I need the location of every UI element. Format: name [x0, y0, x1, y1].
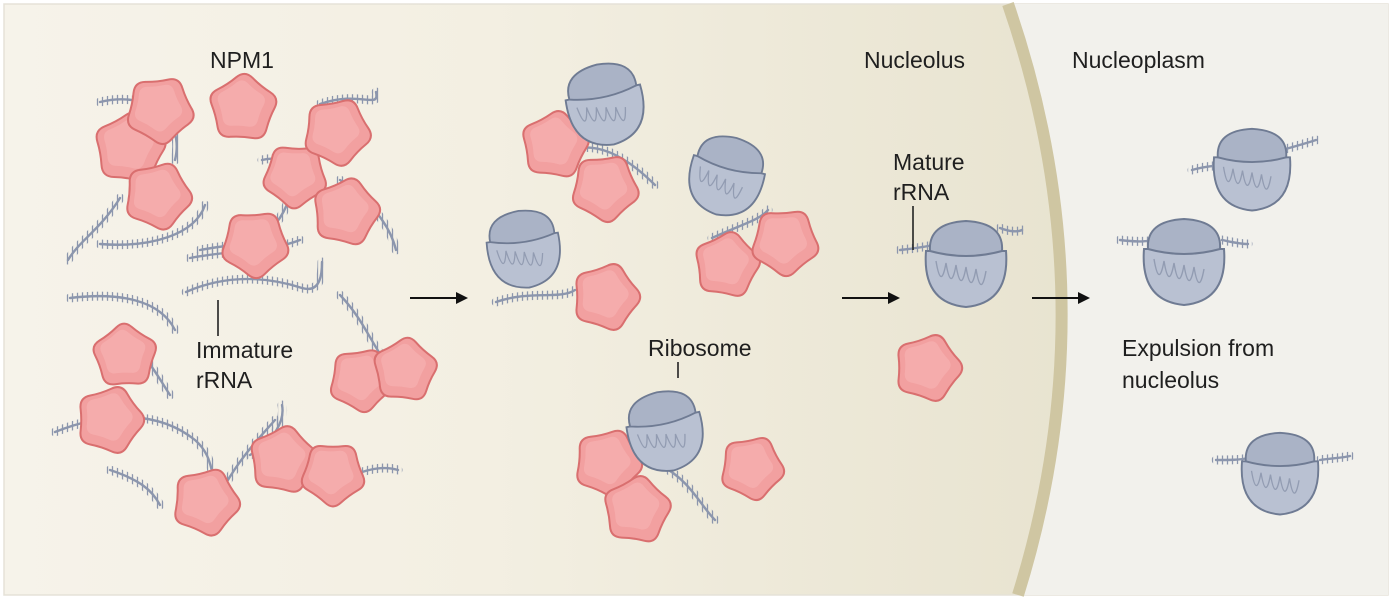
npm1-pentamer-icon	[221, 212, 290, 280]
right-arrow-icon	[842, 292, 900, 304]
npm1-pentamer-icon	[304, 99, 372, 167]
npm1-pentamer-icon	[576, 429, 644, 498]
ribosome-icon	[688, 135, 767, 217]
immature-rrna-label-line2: rRNA	[196, 367, 253, 393]
npm1-pentamer-icon	[126, 78, 195, 145]
nucleoplasm-label: Nucleoplasm	[1072, 47, 1205, 73]
ribosome-icon	[1212, 127, 1292, 212]
rrna-strand-icon	[491, 285, 580, 307]
nucleolus-boundary	[1002, 2, 1068, 597]
expulsion-label-line1: Expulsion from	[1122, 335, 1275, 361]
ribosome-icon	[1142, 217, 1226, 307]
npm1-pentamer-icon	[575, 263, 642, 331]
npm1-pentamer-icon	[721, 436, 786, 502]
rrna-strand-icon	[1315, 451, 1355, 465]
mature-rrna-label-line2: rRNA	[893, 179, 950, 205]
npm1-pentamer-icon	[300, 444, 366, 508]
immature-rrna-label-line1: Immature	[196, 337, 294, 363]
npm1-pentamer-icon	[126, 162, 194, 231]
npm1-label: NPM1	[210, 47, 274, 73]
npm1-pentamer-icon	[604, 475, 672, 543]
rrna-strand-icon	[65, 291, 180, 335]
npm1-pentamer-icon	[695, 231, 761, 297]
npm1-pentamer-icon	[571, 156, 640, 223]
ribosome-icon	[924, 219, 1008, 309]
rrna-strand-icon	[105, 465, 165, 510]
rrna-strand-icon	[707, 205, 773, 243]
rrna-strand-icon	[63, 193, 125, 265]
npm1-pentamer-icon	[373, 336, 438, 401]
npm1-pentamer-icon	[522, 110, 590, 178]
expulsion-label-line2: nucleolus	[1122, 367, 1220, 393]
ribosome-icon	[485, 209, 561, 289]
rrna-strand-icon	[315, 87, 381, 109]
right-arrow-icon	[410, 292, 468, 304]
npm1-pentamer-icon	[897, 334, 964, 402]
rrna-strand-icon	[1211, 453, 1253, 465]
rrna-strand-icon	[95, 200, 210, 250]
npm1-layer	[79, 72, 964, 543]
npm1-pentamer-icon	[250, 425, 318, 493]
nucleolus-label: Nucleolus	[864, 47, 965, 73]
npm1-pentamer-icon	[79, 386, 146, 454]
mature-rrna-label-line1: Mature	[893, 149, 965, 175]
npm1-pentamer-icon	[751, 210, 820, 278]
npm1-pentamer-icon	[314, 177, 382, 246]
right-arrow-icon	[1032, 292, 1090, 304]
ribosome-label: Ribosome	[648, 335, 752, 361]
label-leader-layer	[217, 206, 1090, 378]
npm1-pentamer-icon	[92, 322, 157, 386]
rrna-strand-icon	[1217, 235, 1253, 249]
rrna-strand-icon	[181, 257, 327, 297]
rrna-strand-icon	[995, 223, 1027, 236]
npm1-pentamer-icon	[174, 468, 242, 537]
ribosome-icon	[1240, 431, 1320, 516]
npm1-pentamer-icon	[209, 72, 278, 140]
ribosome-icon	[564, 62, 645, 146]
npm1-pentamer-icon	[262, 146, 327, 210]
ribosome-layer	[485, 62, 1320, 516]
ribosome-icon	[625, 390, 704, 472]
